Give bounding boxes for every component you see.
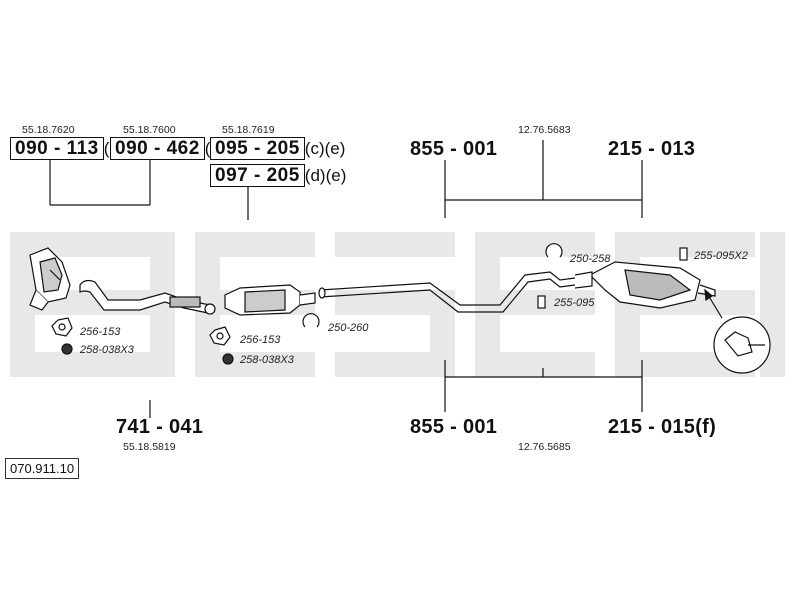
leader-lines-top-left (49, 160, 249, 220)
catalytic-converter (29, 247, 71, 311)
clamp-icon (302, 313, 320, 328)
fitting-label: 255-095X2 (694, 250, 748, 262)
part-code-a: 090 - 113(a) (10, 137, 125, 160)
front-pipe (79, 279, 216, 315)
nut-icon (61, 343, 73, 355)
leader-lines-top-right (444, 140, 643, 218)
part-code: 855 - 001 (410, 416, 498, 438)
rear-muffler (574, 261, 716, 309)
particle-filter (224, 284, 316, 316)
fitting-label: 256-153 (240, 334, 281, 346)
middle-pipe (318, 271, 576, 313)
part-code-box: 090 - 462 (110, 137, 205, 160)
part-code-box: 090 - 113 (10, 137, 104, 160)
part-code: 215 - 013 (608, 138, 696, 160)
clamp-icon (545, 243, 563, 258)
ref-number: 55.18.7620 (22, 124, 75, 136)
fitting-label: 250-258 (570, 253, 611, 265)
part-code: 215 - 015(f) (608, 416, 717, 438)
hanger-icon (537, 295, 546, 309)
fitting-symbols (51, 243, 688, 365)
part-code-d: 097 - 205(d)(e) (210, 164, 347, 187)
fitting-label: 256-153 (80, 326, 121, 338)
fitting-label: 258-038X3 (80, 344, 134, 356)
ref-number: 55.18.7619 (222, 124, 275, 136)
document-number: 070.911.10 (5, 458, 80, 479)
part-code-b: 090 - 462(b) (110, 137, 226, 160)
nut-icon (222, 353, 234, 365)
ref-number: 12.76.5685 (518, 441, 571, 453)
fitting-label: 258-038X3 (240, 354, 294, 366)
ref-number: 55.18.5819 (123, 441, 176, 453)
fitting-label: 250-260 (328, 322, 369, 334)
part-code-box: 097 - 205 (210, 164, 305, 187)
detail-callout (704, 288, 771, 374)
part-code: 741 - 041 (116, 416, 204, 438)
part-code-c: 095 - 205(c)(e) (210, 137, 346, 160)
leader-lines-bottom (149, 360, 643, 418)
part-code: 855 - 001 (410, 138, 498, 160)
ref-number: 12.76.5683 (518, 124, 571, 136)
fitting-label: 255-095 (554, 297, 595, 309)
part-code-box: 095 - 205 (210, 137, 305, 160)
hanger-icon (679, 247, 688, 261)
part-suffix: (c)(e) (304, 139, 346, 158)
ref-number: 55.18.7600 (123, 124, 176, 136)
part-suffix: (d)(e) (304, 166, 347, 185)
